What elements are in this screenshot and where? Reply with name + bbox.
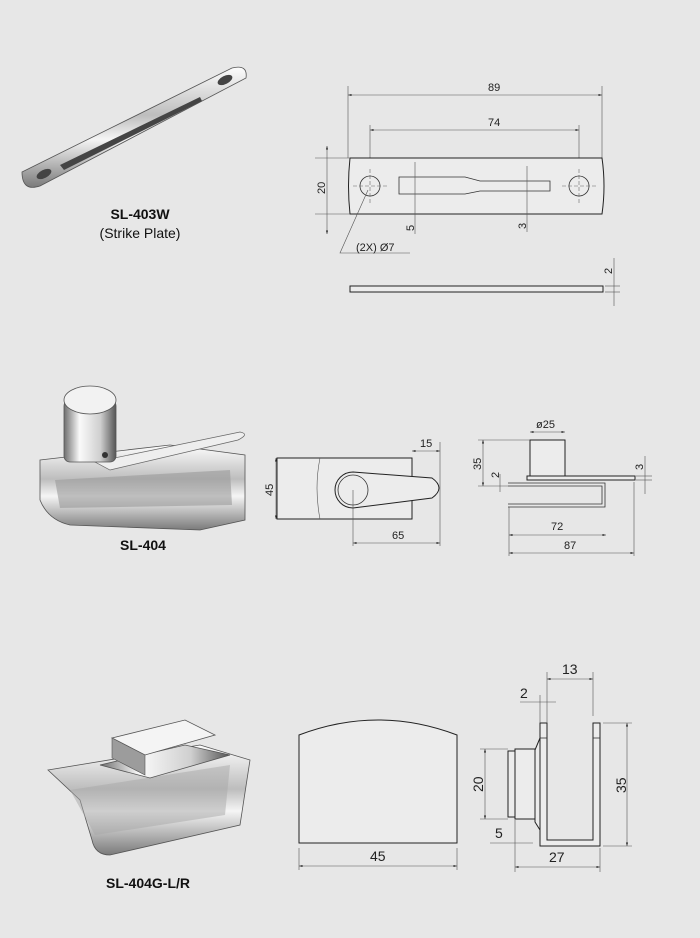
dim-height: 35 [613,777,629,793]
dim-slot-wide: 5 [405,225,417,231]
dim-inner: 72 [551,521,563,533]
model-label: SL-404 [120,537,166,553]
dim-reach: 65 [392,530,404,542]
dim-width: 45 [264,484,276,496]
model-label: SL-404G-L/R [106,875,190,891]
dim-knob-depth: 5 [495,825,503,841]
dim-height: 35 [472,458,484,470]
dim-holes: (2X) Ø7 [356,242,395,254]
model-label: SL-403W [110,206,170,222]
dim-length: 89 [488,82,500,94]
dim-width: 20 [316,182,328,194]
dim-overall: 87 [564,540,576,552]
model-subtitle: (Strike Plate) [100,225,181,241]
sl404g-drawing: 45 13 2 20 35 5 27 [298,661,632,872]
dim-knob: 20 [470,776,486,792]
dim-plate: 3 [634,464,646,470]
sl404g-photo [47,719,251,856]
dim-knob-dia: ø25 [536,419,555,431]
sl404-drawing: 45 15 65 ø25 35 2 3 72 87 [264,419,652,556]
dim-channel: 13 [562,661,578,677]
strike-plate-photo [21,66,247,188]
dim-depth: 27 [549,849,565,865]
sl404-photo [39,385,246,531]
dim-gap: 2 [490,472,502,478]
dim-wall: 2 [520,685,528,701]
dim-hole-spacing: 74 [488,117,500,129]
dim-slot-narrow: 3 [517,223,529,229]
dim-thickness: 2 [603,268,615,274]
dim-width: 45 [370,848,386,864]
dim-tongue: 15 [420,438,432,450]
strike-plate-drawing: 89 74 20 5 3 (2X) Ø7 2 [315,82,620,306]
